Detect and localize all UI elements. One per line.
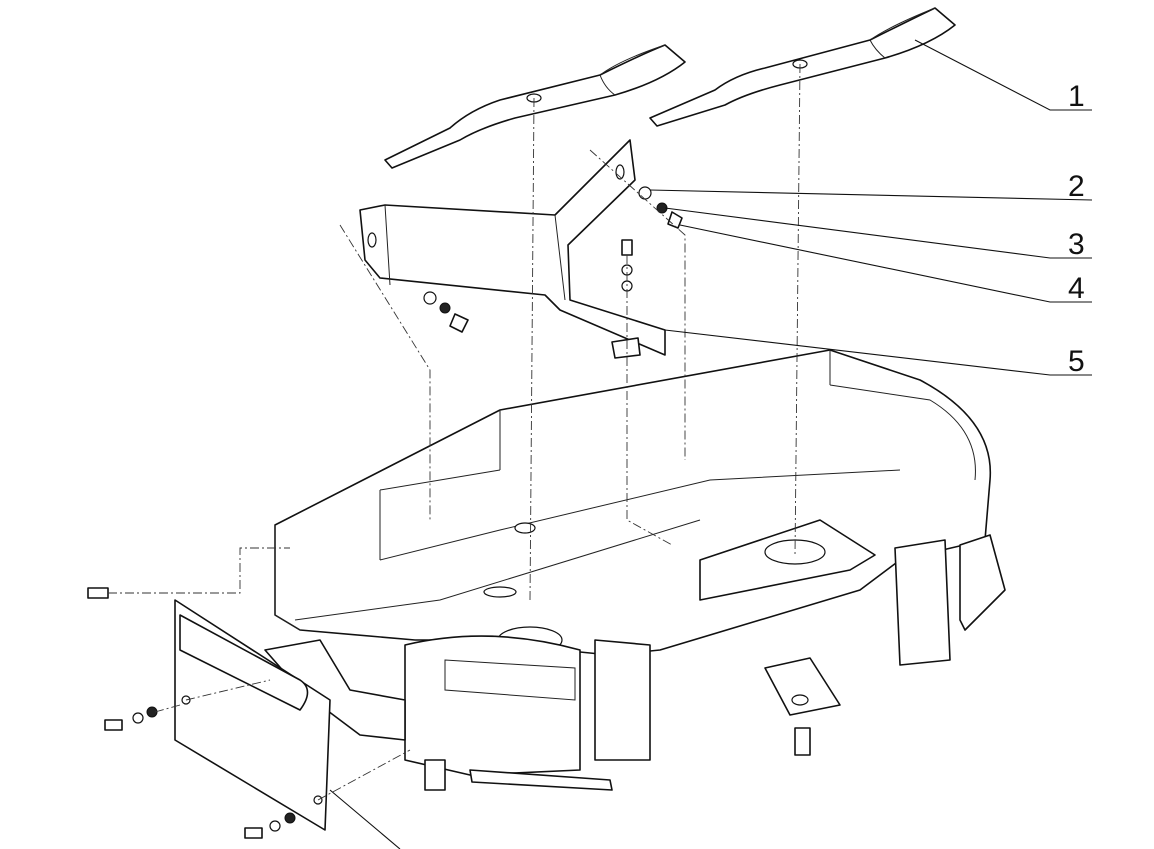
mower-deck-housing bbox=[264, 349, 1006, 791]
hardware-washers bbox=[87, 186, 683, 839]
assembly-centerlines bbox=[108, 63, 801, 801]
callout-2: 2 bbox=[1068, 170, 1085, 203]
callout-5: 5 bbox=[1068, 345, 1085, 378]
blade-right bbox=[649, 7, 956, 127]
callout-leaders bbox=[329, 39, 1093, 849]
side-cover-plate bbox=[174, 599, 331, 831]
callout-3: 3 bbox=[1068, 228, 1085, 261]
blade-left bbox=[384, 44, 686, 169]
callout-4: 4 bbox=[1068, 272, 1085, 305]
bracket bbox=[359, 139, 666, 359]
callout-1: 1 bbox=[1068, 80, 1085, 113]
